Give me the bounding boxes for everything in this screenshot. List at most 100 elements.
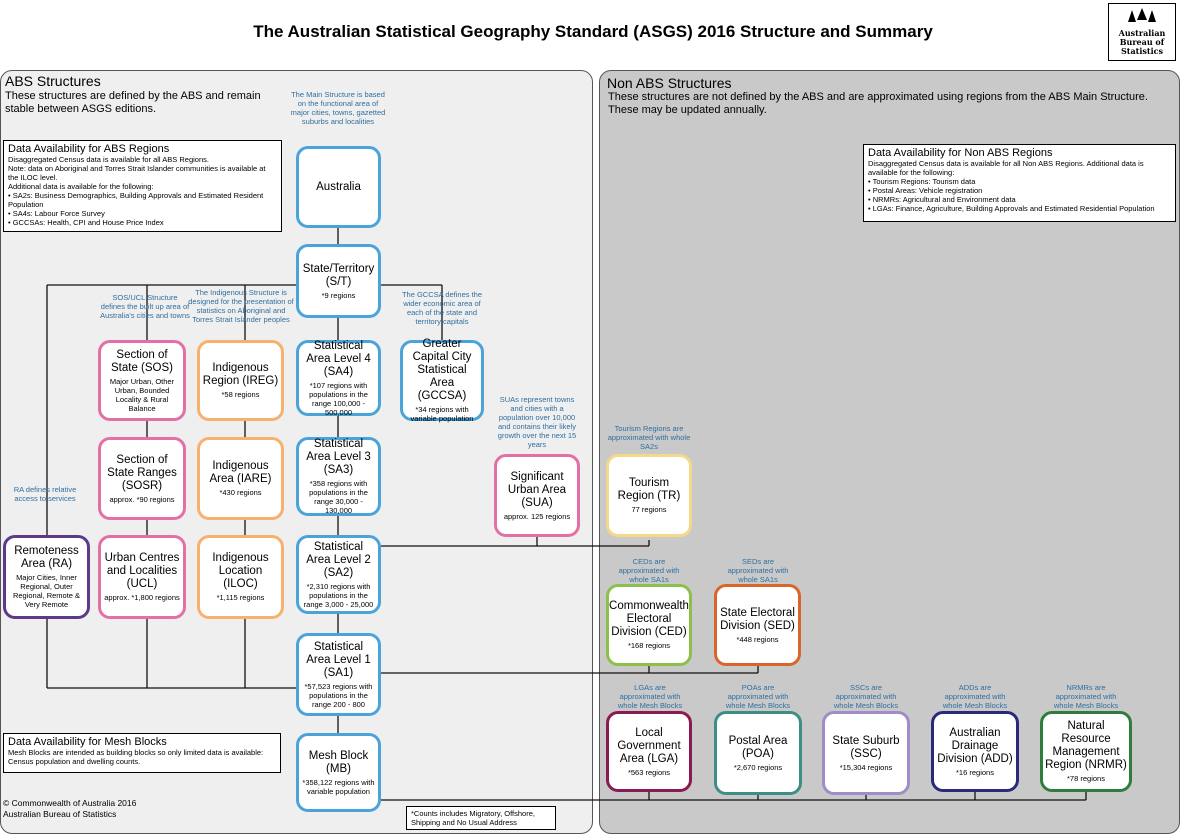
node-desc: Major Urban, Other Urban, Bounded Locali…: [109, 376, 175, 413]
node-ireg: Indigenous Region (IREG) *58 regions: [197, 340, 284, 421]
abs-info-line: • GCCSAs: Health, CPI and House Price In…: [8, 218, 164, 227]
abs-info-line: • SA2s: Business Demographics, Building …: [8, 191, 264, 209]
node-desc: approx. *90 regions: [109, 494, 175, 504]
node-sed: State Electoral Division (SED) *448 regi…: [714, 584, 801, 666]
non-abs-panel-description: These structures are not defined by the …: [608, 91, 1148, 116]
node-title: State Electoral Division (SED): [720, 606, 795, 632]
node-title: Significant Urban Area (SUA): [507, 470, 567, 509]
note-sua: SUAs represent towns and cities with a p…: [497, 395, 577, 449]
abs-info-line: Additional data is available for the fol…: [8, 182, 154, 191]
node-remoteness-area: Remoteness Area (RA) Major Cities, Inner…: [3, 535, 90, 619]
note-tr: Tourism Regions are approximated with wh…: [607, 424, 691, 451]
node-desc: *358,122 regions with variable populatio…: [302, 777, 375, 796]
node-desc: 77 regions: [631, 505, 667, 514]
node-title: Greater Capital City Statistical Area (G…: [412, 338, 472, 402]
node-desc: approx. *1,800 regions: [104, 593, 180, 602]
node-mesh-block: Mesh Block (MB) *358,122 regions with va…: [296, 733, 381, 812]
note-nrmr: NRMRs are approximated with whole Mesh B…: [1053, 683, 1119, 710]
node-desc: *9 regions: [321, 290, 356, 300]
node-poa: Postal Area (POA) *2,670 regions: [714, 711, 802, 795]
abs-info-line: Note: data on Aboriginal and Torres Stra…: [8, 164, 266, 182]
abs-logo: Australian Bureau of Statistics: [1108, 3, 1176, 61]
abs-data-availability-box: Data Availability for ABS Regions Disagg…: [3, 140, 282, 232]
node-title: Postal Area (POA): [728, 734, 788, 760]
node-sa4: Statistical Area Level 4 (SA4) *107 regi…: [296, 339, 381, 417]
node-australia: Australia: [296, 146, 381, 228]
non-abs-info-line: Disaggregated Census data is available f…: [868, 159, 1144, 177]
node-title: Tourism Region (TR): [617, 477, 681, 502]
node-sa2: Statistical Area Level 2 (SA2) *2,310 re…: [296, 535, 381, 614]
non-abs-info-line: • LGAs: Finance, Agriculture, Building A…: [868, 204, 1155, 213]
mesh-info-heading: Data Availability for Mesh Blocks: [8, 736, 167, 748]
node-title: Statistical Area Level 3 (SA3): [306, 438, 371, 476]
mesh-block-data-availability-box: Data Availability for Mesh Blocks Mesh B…: [3, 733, 281, 773]
node-desc: *563 regions: [627, 767, 671, 777]
node-title: State/Territory (S/T): [302, 262, 375, 288]
node-title: State Suburb (SSC): [832, 734, 900, 760]
abs-panel-title: ABS Structures: [5, 73, 101, 89]
note-main-structure: The Main Structure is based on the funct…: [290, 90, 386, 126]
node-title: Local Government Area (LGA): [617, 726, 681, 765]
logo-text: Australian Bureau of Statistics: [1118, 28, 1166, 56]
node-ced: Commonwealth Electoral Division (CED) *1…: [606, 584, 692, 666]
node-desc: approx. 125 regions: [503, 511, 571, 521]
node-ucl: Urban Centres and Localities (UCL) appro…: [98, 535, 186, 619]
node-sua: Significant Urban Area (SUA) approx. 125…: [494, 454, 580, 537]
node-sa1: Statistical Area Level 1 (SA1) *57,523 r…: [296, 633, 381, 716]
node-desc: *107 regions with populations in the ran…: [309, 380, 368, 417]
node-title: Australian Drainage Division (ADD): [937, 726, 1013, 765]
node-desc: *58 regions: [221, 390, 260, 399]
node-desc: *2,310 regions with populations in the r…: [303, 581, 374, 609]
note-sed: SEDs are approximated with whole SA1s: [727, 557, 789, 584]
abs-panel-description: These structures are defined by the ABS …: [5, 90, 261, 115]
node-title: Indigenous Location (ILOC): [212, 552, 269, 590]
node-desc: *16 regions: [956, 767, 994, 777]
node-desc: *448 regions: [736, 634, 779, 644]
node-sa3: Statistical Area Level 3 (SA3) *358 regi…: [296, 437, 381, 516]
mesh-info-line: Mesh Blocks are intended as building blo…: [8, 748, 264, 766]
note-lga: LGAs are approximated with whole Mesh Bl…: [617, 683, 683, 710]
node-title: Statistical Area Level 4 (SA4): [306, 339, 371, 378]
node-desc: *1,115 regions: [216, 593, 265, 602]
copyright-line: Australian Bureau of Statistics: [3, 809, 117, 819]
non-abs-info-line: • Postal Areas: Vehicle registration: [868, 186, 983, 195]
node-title: Natural Resource Management Region (NRMR…: [1045, 720, 1127, 771]
non-abs-data-availability-box: Data Availability for Non ABS Regions Di…: [863, 144, 1176, 222]
note-poa: POAs are approximated with whole Mesh Bl…: [725, 683, 791, 710]
coat-of-arms-icon: [1128, 8, 1156, 22]
node-title: Mesh Block (MB): [308, 749, 369, 775]
node-sosr: Section of State Ranges (SOSR) approx. *…: [98, 437, 186, 520]
abs-info-line: Disaggregated Census data is available f…: [8, 155, 209, 164]
abs-info-heading: Data Availability for ABS Regions: [8, 143, 170, 155]
note-indigenous: The Indigenous Structure is designed for…: [188, 288, 294, 324]
node-title: Statistical Area Level 1 (SA1): [306, 640, 371, 679]
node-title: Commonwealth Electoral Division (CED): [609, 600, 689, 638]
node-nrmr: Natural Resource Management Region (NRMR…: [1040, 711, 1132, 792]
node-gccsa: Greater Capital City Statistical Area (G…: [400, 338, 484, 423]
note-add: ADDs are approximated with whole Mesh Bl…: [942, 683, 1008, 710]
node-iloc: Indigenous Location (ILOC) *1,115 region…: [197, 535, 284, 619]
node-iare: Indigenous Area (IARE) *430 regions: [197, 437, 284, 520]
node-lga: Local Government Area (LGA) *563 regions: [606, 711, 692, 792]
note-ced: CEDs are approximated with whole SA1s: [618, 557, 680, 584]
node-title: Indigenous Area (IARE): [209, 460, 272, 485]
node-tourism-region: Tourism Region (TR) 77 regions: [606, 454, 692, 537]
node-ssc: State Suburb (SSC) *15,304 regions: [822, 711, 910, 795]
node-title: Urban Centres and Localities (UCL): [104, 552, 180, 590]
node-desc: *34 regions with variable population: [410, 405, 474, 423]
node-title: Indigenous Region (IREG): [202, 362, 279, 387]
note-ra: RA defines relative access to services: [13, 485, 77, 503]
note-sos-ucl: SOS/UCL Structure defines the built up a…: [100, 293, 190, 320]
non-abs-panel-title: Non ABS Structures: [607, 75, 732, 91]
node-desc: *430 regions: [219, 488, 262, 497]
node-desc: Major Cities, Inner Regional, Outer Regi…: [12, 573, 81, 609]
non-abs-info-line: • Tourism Regions: Tourism data: [868, 177, 976, 186]
node-title: Section of State Ranges (SOSR): [107, 453, 177, 492]
node-title: Remoteness Area (RA): [14, 545, 79, 570]
node-desc: *358 regions with populations in the ran…: [309, 479, 368, 515]
counts-footnote: *Counts includes Migratory, Offshore, Sh…: [406, 806, 556, 830]
abs-info-line: • SA4s: Labour Force Survey: [8, 209, 105, 218]
node-desc: *15,304 regions: [839, 762, 893, 772]
node-title: Section of State (SOS): [111, 348, 173, 374]
note-ssc: SSCs are approximated with whole Mesh Bl…: [833, 683, 899, 710]
